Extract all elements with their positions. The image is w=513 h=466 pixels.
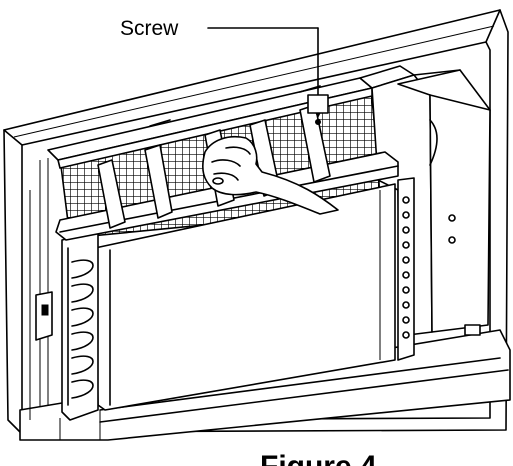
screw-label: Screw [120,17,179,40]
side-coil [397,177,415,361]
left-bracket [29,190,53,420]
figure-caption: Figure 4 [260,450,377,466]
screw-icon [307,94,329,114]
hand-illustration [202,136,339,215]
left-coil [61,231,99,421]
